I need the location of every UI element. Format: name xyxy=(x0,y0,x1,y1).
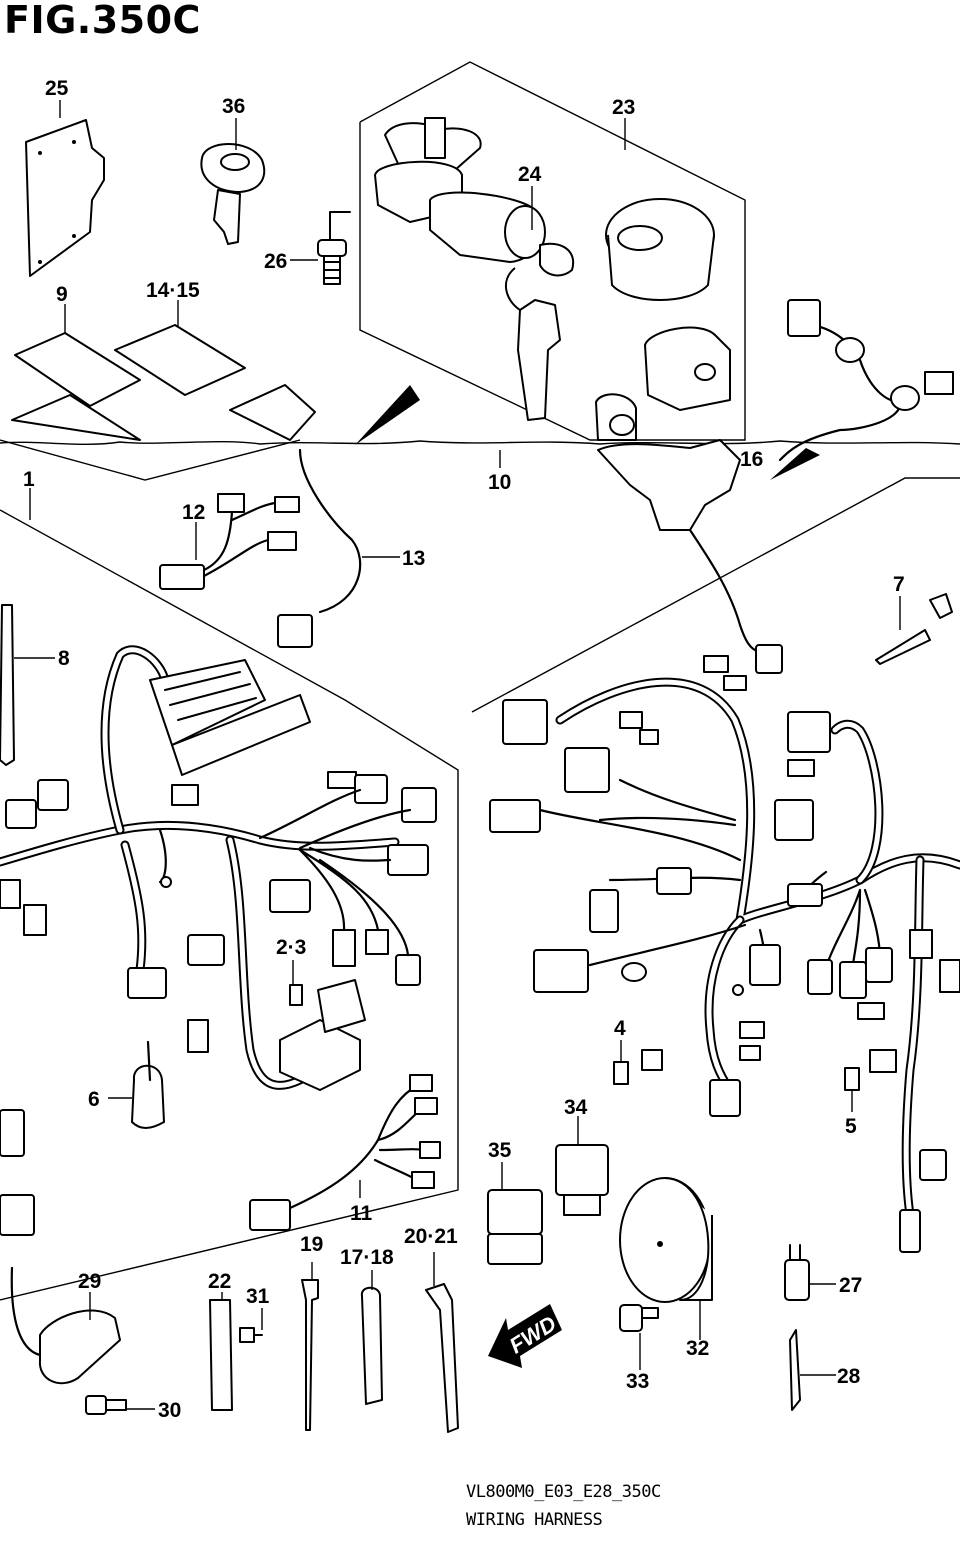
part-label-9: 9 xyxy=(56,283,68,306)
part-label-20-21: 20·21 xyxy=(404,1225,458,1248)
part-label-30: 30 xyxy=(158,1399,182,1422)
part-label-28: 28 xyxy=(837,1365,861,1388)
part-label-33: 33 xyxy=(626,1370,650,1393)
lock-cylinder-icon xyxy=(595,393,637,441)
label-sheet-9 xyxy=(14,332,141,407)
part-label-10: 10 xyxy=(488,471,512,494)
sub-harness-11 xyxy=(249,1074,441,1231)
label-sheet-a xyxy=(11,394,141,441)
pointer-arrow-icon xyxy=(355,385,420,445)
part-label-5: 5 xyxy=(845,1115,857,1138)
frame-ignition-set xyxy=(359,61,746,441)
part-label-4: 4 xyxy=(614,1017,626,1040)
bolt-30 xyxy=(85,1395,127,1415)
relay-icon xyxy=(487,1189,543,1265)
part-label-14-15: 14·15 xyxy=(146,279,200,302)
terminal-7 xyxy=(875,629,931,665)
part-label-7: 7 xyxy=(893,573,905,596)
key-icon xyxy=(200,143,266,245)
plate-icon xyxy=(25,119,105,277)
connector-4 xyxy=(613,1061,629,1085)
model-code: VL800M0_E03_E28_350C xyxy=(466,1482,661,1502)
part-label-6: 6 xyxy=(88,1088,100,1111)
right-harness xyxy=(489,655,960,1253)
part-label-19: 19 xyxy=(300,1233,324,1256)
switch-27 xyxy=(784,1244,810,1301)
ignition-switch-icon xyxy=(374,117,575,421)
frame-sub-harness xyxy=(471,477,960,713)
sensor-6 xyxy=(131,1064,165,1129)
fuse-box-icon xyxy=(279,1019,361,1091)
frame-labels xyxy=(0,439,301,481)
sub-harness-10 xyxy=(597,439,783,674)
sub-harness-12 xyxy=(159,493,300,590)
part-label-17-18: 17·18 xyxy=(340,1246,394,1269)
part-label-2-3: 2·3 xyxy=(276,936,307,959)
clamp-22 xyxy=(209,1299,233,1411)
label-sheet-b xyxy=(229,384,316,441)
bolt-33 xyxy=(619,1304,659,1332)
relay-34 xyxy=(555,1144,609,1216)
frame-main-harness xyxy=(0,509,459,1301)
clamp-17 xyxy=(360,1286,383,1405)
cable-tie-19 xyxy=(301,1279,319,1431)
horn-icon xyxy=(619,1177,713,1303)
part-label-8: 8 xyxy=(58,647,70,670)
wiring-harness-icon xyxy=(0,645,437,1236)
pointer-arrow-16-icon xyxy=(770,448,820,480)
fwd-arrow-icon xyxy=(488,1304,562,1368)
cable-tie-20 xyxy=(425,1283,459,1433)
figure-title: FIG.350C xyxy=(4,0,201,42)
figure-caption: WIRING HARNESS xyxy=(466,1510,603,1530)
connector-5 xyxy=(844,1067,860,1091)
screw-icon xyxy=(317,211,351,285)
spring-28 xyxy=(789,1329,801,1411)
part-label-12: 12 xyxy=(182,501,206,524)
cable-tie-8 xyxy=(0,604,15,766)
part-label-13: 13 xyxy=(402,547,426,570)
screw-31 xyxy=(239,1327,263,1343)
part-label-36: 36 xyxy=(222,95,246,118)
part-label-27: 27 xyxy=(839,1274,863,1297)
part-label-11: 11 xyxy=(350,1202,373,1225)
part-label-34: 34 xyxy=(564,1096,588,1119)
part-label-1: 1 xyxy=(23,468,35,491)
cap-icon xyxy=(644,326,731,411)
part-label-32: 32 xyxy=(686,1337,710,1360)
label-sheet-14 xyxy=(114,324,246,396)
sub-harness-16 xyxy=(778,299,954,462)
part-label-23: 23 xyxy=(612,96,636,119)
part-label-25: 25 xyxy=(45,77,69,100)
part-label-35: 35 xyxy=(488,1139,512,1162)
part-label-22: 22 xyxy=(208,1270,232,1293)
part-label-31: 31 xyxy=(246,1285,270,1308)
part-label-29: 29 xyxy=(78,1270,102,1293)
part-label-26: 26 xyxy=(264,250,288,273)
part-label-24: 24 xyxy=(518,163,542,186)
torn-edge xyxy=(0,440,960,445)
switch-29 xyxy=(38,1309,121,1385)
ignition-cover-icon xyxy=(605,198,715,301)
part-label-16: 16 xyxy=(740,448,764,471)
sub-harness-13 xyxy=(277,448,362,648)
